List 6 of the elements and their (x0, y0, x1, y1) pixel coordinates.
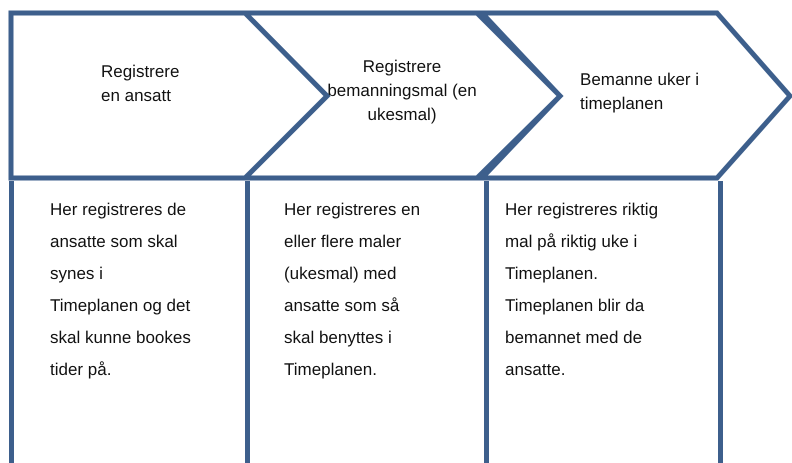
description-panel (484, 181, 723, 463)
description-text: Her registreres en eller flere maler (ukesmal) med ansatte som så skal benyttes i Timeplanen. (284, 199, 422, 381)
step-title: Bemanne uker i timeplanen (580, 69, 700, 115)
step-title: Registrere bemanningsmal (en ukesmal) (327, 56, 477, 126)
description-text: Her registreres de ansatte som skal synes i Timeplanen og det skal kunne bookes tider på. (50, 199, 192, 381)
description-text: Her registreres riktig mal på riktig uke i Timeplanen. Timeplanen blir da bemannet med de ansatte. (505, 199, 660, 381)
